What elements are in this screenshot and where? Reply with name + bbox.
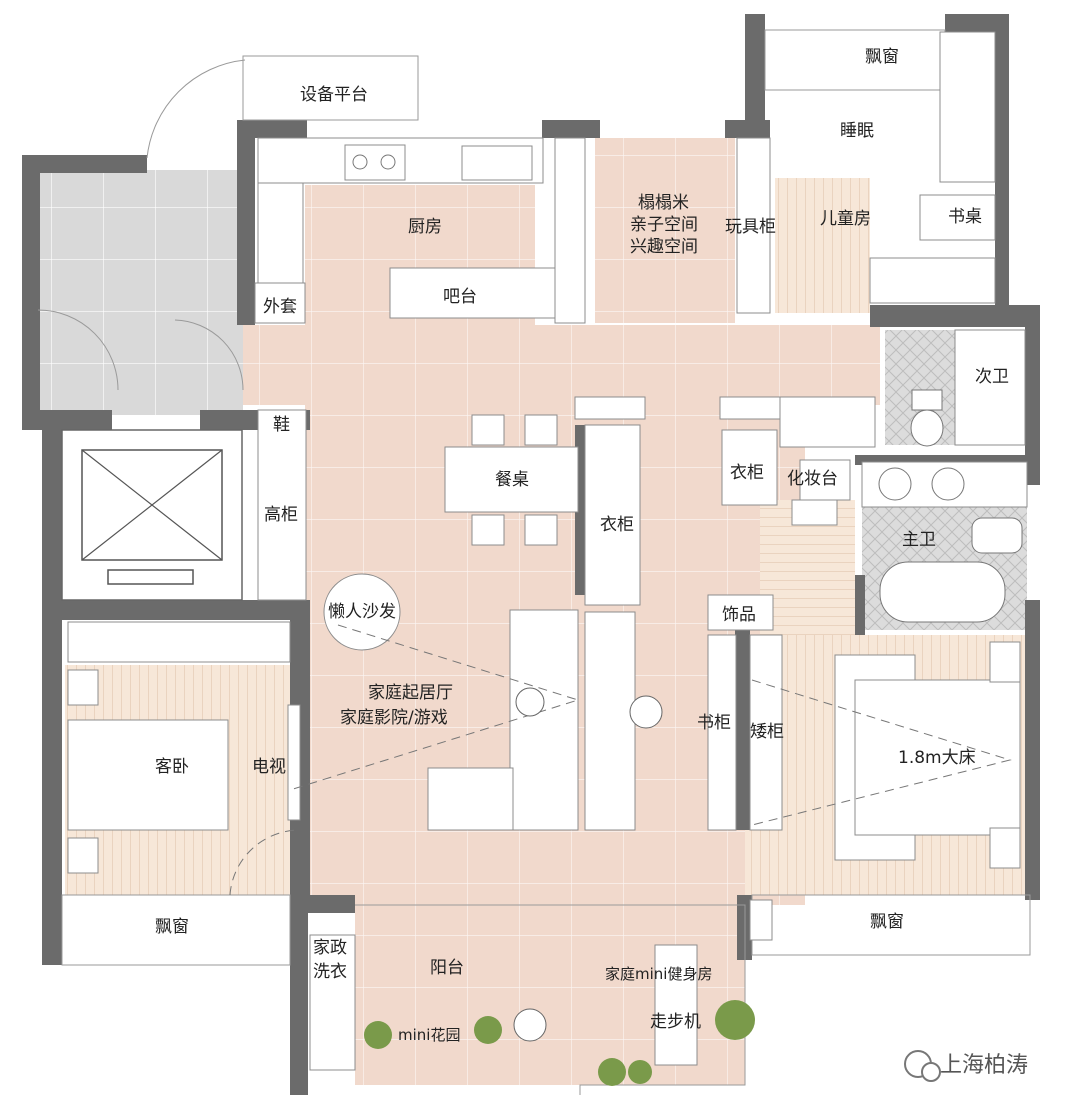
guest-bed xyxy=(67,669,301,896)
label-kitchen: 厨房 xyxy=(408,217,442,237)
label-wardrobe-small: 衣柜 xyxy=(730,463,764,483)
label-bar: 吧台 xyxy=(443,287,477,307)
plant-icon xyxy=(715,1000,755,1040)
walls xyxy=(22,14,1040,1095)
label-wardrobe-center: 衣柜 xyxy=(600,515,634,535)
label-equipment-platform: 设备平台 xyxy=(300,85,368,105)
watermark: 上海柏涛 xyxy=(904,1050,1028,1082)
tatami-floor xyxy=(595,138,735,323)
label-housekeeping-1: 家政 xyxy=(313,938,347,958)
label-tatami-3: 兴趣空间 xyxy=(630,237,698,257)
master-bed xyxy=(751,641,1021,869)
label-bay-window-top: 飘窗 xyxy=(865,47,899,67)
label-bed: 1.8m大床 xyxy=(898,748,976,768)
label-guest-bedroom: 客卧 xyxy=(155,757,189,777)
elevator xyxy=(61,429,243,601)
label-bay-window-right: 飘窗 xyxy=(870,912,904,932)
living-furniture xyxy=(289,573,663,831)
cabinets xyxy=(67,31,996,831)
living-floor xyxy=(243,325,880,405)
label-living-2: 家庭影院/游戏 xyxy=(340,708,448,728)
label-tatami-1: 榻榻米 xyxy=(638,193,689,213)
dining-set xyxy=(444,414,579,546)
label-bay-window-left: 飘窗 xyxy=(155,917,189,937)
label-bookcase: 书柜 xyxy=(697,713,731,733)
entrance-floor xyxy=(38,170,243,415)
plant-icon xyxy=(474,1016,502,1044)
bath-fixtures xyxy=(791,329,1028,623)
label-gym: 家庭mini健身房 xyxy=(605,965,712,983)
label-bean-bag: 懒人沙发 xyxy=(328,602,396,622)
plant-icon xyxy=(598,1058,626,1086)
label-outer-storage: 外套 xyxy=(263,297,297,317)
label-shoe: 鞋 xyxy=(273,415,290,435)
watermark-text: 上海柏涛 xyxy=(940,1053,1028,1078)
entrance-doors xyxy=(37,309,244,391)
balcony-furniture xyxy=(309,899,773,1071)
label-housekeeping-2: 洗衣 xyxy=(313,962,347,982)
label-vanity: 化妆台 xyxy=(787,469,838,489)
plant-icon xyxy=(628,1060,652,1084)
label-balcony: 阳台 xyxy=(430,958,464,978)
label-tall-cabinet: 高柜 xyxy=(264,505,298,525)
label-dining-table: 餐桌 xyxy=(495,470,529,490)
kitchen-counters xyxy=(254,137,556,324)
label-master-bath: 主卫 xyxy=(902,530,936,550)
label-low-cabinet: 矮柜 xyxy=(750,722,784,742)
label-toy-cabinet: 玩具柜 xyxy=(725,217,776,237)
label-garden: mini花园 xyxy=(398,1026,460,1044)
plant-icons xyxy=(364,1000,755,1086)
label-desk: 书桌 xyxy=(948,207,982,227)
label-tatami-2: 亲子空间 xyxy=(630,215,698,235)
plant-icon xyxy=(364,1021,392,1049)
label-decor: 饰品 xyxy=(722,605,756,625)
label-living-1: 家庭起居厅 xyxy=(368,683,453,703)
label-second-bath: 次卫 xyxy=(975,367,1009,387)
label-sleep: 睡眠 xyxy=(840,121,874,141)
kids-room-floor xyxy=(775,178,870,313)
label-kids-room: 儿童房 xyxy=(820,209,871,229)
label-treadmill: 走步机 xyxy=(650,1012,701,1032)
label-tv: 电视 xyxy=(252,757,286,777)
